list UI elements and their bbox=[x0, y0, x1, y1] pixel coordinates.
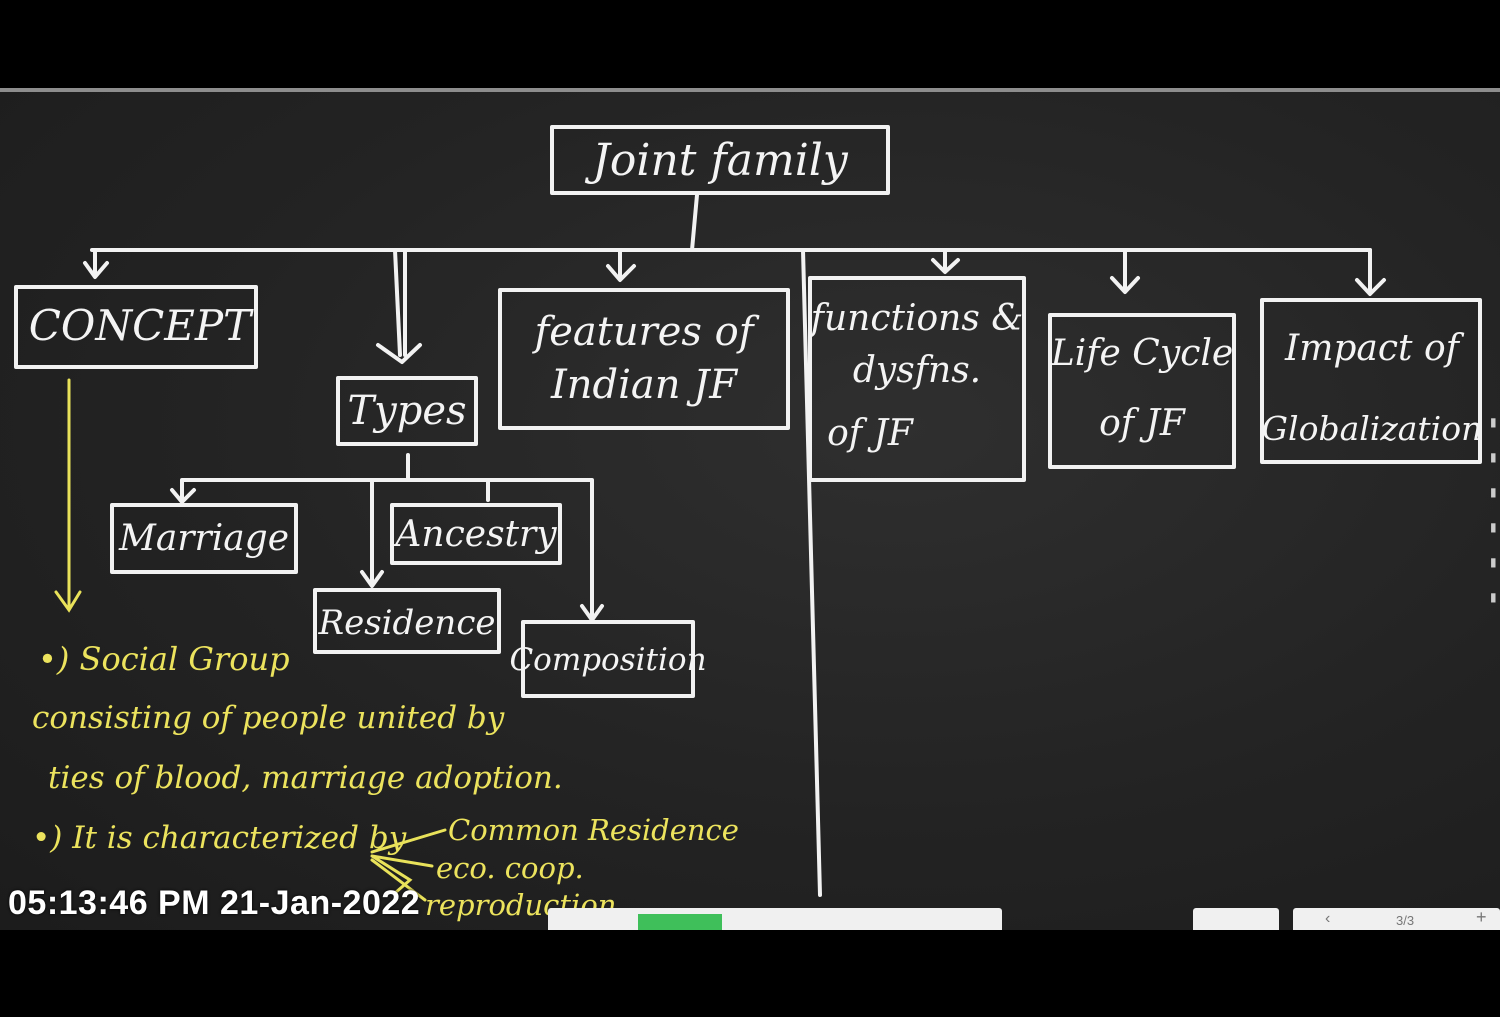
page-view-button[interactable] bbox=[1193, 908, 1279, 930]
root-box bbox=[550, 125, 890, 195]
side-toolbar[interactable]: ▮ ▮ ▮ ▮ ▮ ▮ bbox=[1490, 415, 1500, 660]
impact-label-line2: Globalization bbox=[1262, 409, 1483, 448]
composition-box bbox=[521, 620, 695, 698]
characteristic-eco-coop: eco. coop. bbox=[436, 851, 584, 885]
functions-label-line1: functions & bbox=[808, 298, 1024, 339]
arrow-features bbox=[606, 248, 636, 282]
functions-box bbox=[808, 276, 1026, 482]
features-label-line1: features of bbox=[531, 309, 759, 355]
toolbar-strip[interactable] bbox=[548, 908, 1002, 930]
concept-note-line2: consisting of people united by bbox=[32, 700, 505, 736]
types-box bbox=[336, 376, 478, 446]
tool-icon[interactable]: ▮ bbox=[1490, 450, 1497, 464]
concept-note-line3: ties of blood, marriage adoption. bbox=[48, 760, 563, 796]
root-label: Joint family bbox=[584, 135, 849, 186]
tool-icon[interactable]: ▮ bbox=[1490, 555, 1497, 569]
types-label: Types bbox=[347, 388, 466, 434]
functions-label-line2: dysfns. bbox=[853, 350, 981, 391]
tool-icon[interactable]: ▮ bbox=[1490, 520, 1497, 534]
impact-label-line1: Impact of bbox=[1284, 328, 1465, 369]
blackboard bbox=[0, 92, 1500, 930]
arrow-lifecycle bbox=[1110, 248, 1140, 294]
features-label-line2: Indian JF bbox=[550, 362, 738, 408]
composition-label: Composition bbox=[509, 642, 706, 678]
lifecycle-label-line2: of JF bbox=[1099, 403, 1187, 444]
lifecycle-box bbox=[1048, 313, 1236, 469]
tool-icon[interactable]: ▮ bbox=[1490, 485, 1497, 499]
arrow-functions bbox=[931, 248, 960, 274]
residence-box bbox=[313, 588, 501, 654]
concept-box bbox=[14, 285, 258, 369]
arrow-impact bbox=[1355, 248, 1386, 296]
root-stem bbox=[690, 193, 699, 252]
arrow-concept bbox=[83, 248, 109, 279]
marriage-box bbox=[110, 503, 298, 574]
ancestry-box bbox=[390, 503, 562, 565]
concept-note-line4: •) It is characterized by bbox=[32, 820, 407, 856]
board-divider-line bbox=[801, 248, 822, 897]
tool-icon[interactable]: ▮ bbox=[1490, 590, 1497, 604]
functions-label-line3: of JF bbox=[827, 413, 915, 454]
video-timestamp: 05:13:46 PM 21-Jan-2022 bbox=[8, 884, 421, 922]
characteristics-arrows bbox=[370, 828, 447, 902]
toolbar-active-tool[interactable] bbox=[638, 914, 722, 930]
concept-note-line1: •) Social Group bbox=[38, 640, 290, 678]
prev-page-icon[interactable]: ‹ bbox=[1325, 910, 1331, 927]
characteristic-common-residence: Common Residence bbox=[448, 813, 739, 847]
concept-label: CONCEPT bbox=[29, 301, 254, 350]
ancestry-label: Ancestry bbox=[392, 514, 557, 555]
page-indicator: 3/3 bbox=[1396, 913, 1415, 928]
features-box bbox=[498, 288, 790, 430]
page-navigator[interactable] bbox=[1293, 908, 1500, 930]
add-page-icon[interactable]: + bbox=[1476, 907, 1487, 927]
residence-label: Residence bbox=[318, 603, 496, 643]
marriage-label: Marriage bbox=[118, 518, 289, 559]
lifecycle-label-line1: Life Cycle bbox=[1050, 333, 1233, 374]
tool-icon[interactable]: ▮ bbox=[1490, 415, 1497, 429]
arrow-types bbox=[376, 248, 422, 364]
concept-down-arrow bbox=[54, 378, 82, 613]
impact-box bbox=[1260, 298, 1482, 464]
